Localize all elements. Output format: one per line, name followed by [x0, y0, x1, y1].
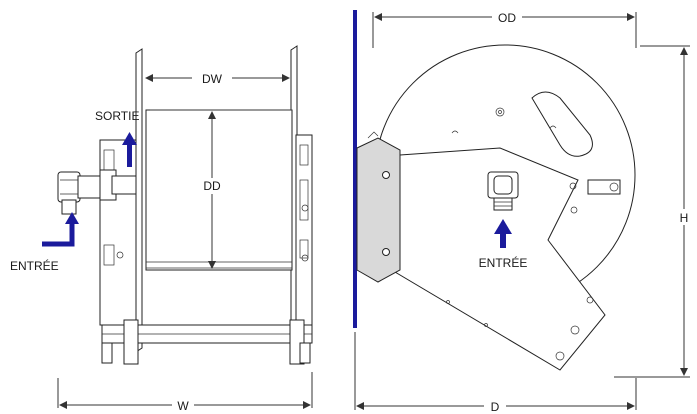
inlet-front-label: ENTRÉE: [479, 255, 528, 270]
od-label: OD: [498, 11, 516, 25]
h-label: H: [680, 211, 689, 225]
swivel-fitting: [57, 169, 137, 215]
left-frame-plate: [99, 139, 141, 326]
front-inlet-arrow-icon: [494, 219, 512, 234]
outlet-label: SORTIE: [95, 109, 139, 123]
d-label: D: [491, 400, 500, 414]
inlet-side-label: ENTRÉE: [10, 258, 59, 273]
outlet-arrow-icon: [122, 132, 137, 145]
frame-plate: [394, 147, 606, 371]
right-frame-plate: [295, 134, 313, 331]
dw-label: DW: [202, 72, 223, 86]
mounting-bracket: [356, 137, 401, 283]
disk-slot: [531, 91, 593, 157]
left-flange: [135, 48, 143, 353]
front-swivel: [487, 171, 519, 211]
front-view: ENTRÉE OD H D: [353, 9, 694, 414]
inlet-arrow-icon: [65, 212, 79, 224]
side-view: DW DD SORTIE ENTRÉE W: [10, 45, 313, 413]
dd-label: DD: [203, 179, 221, 193]
w-label: W: [177, 399, 189, 413]
